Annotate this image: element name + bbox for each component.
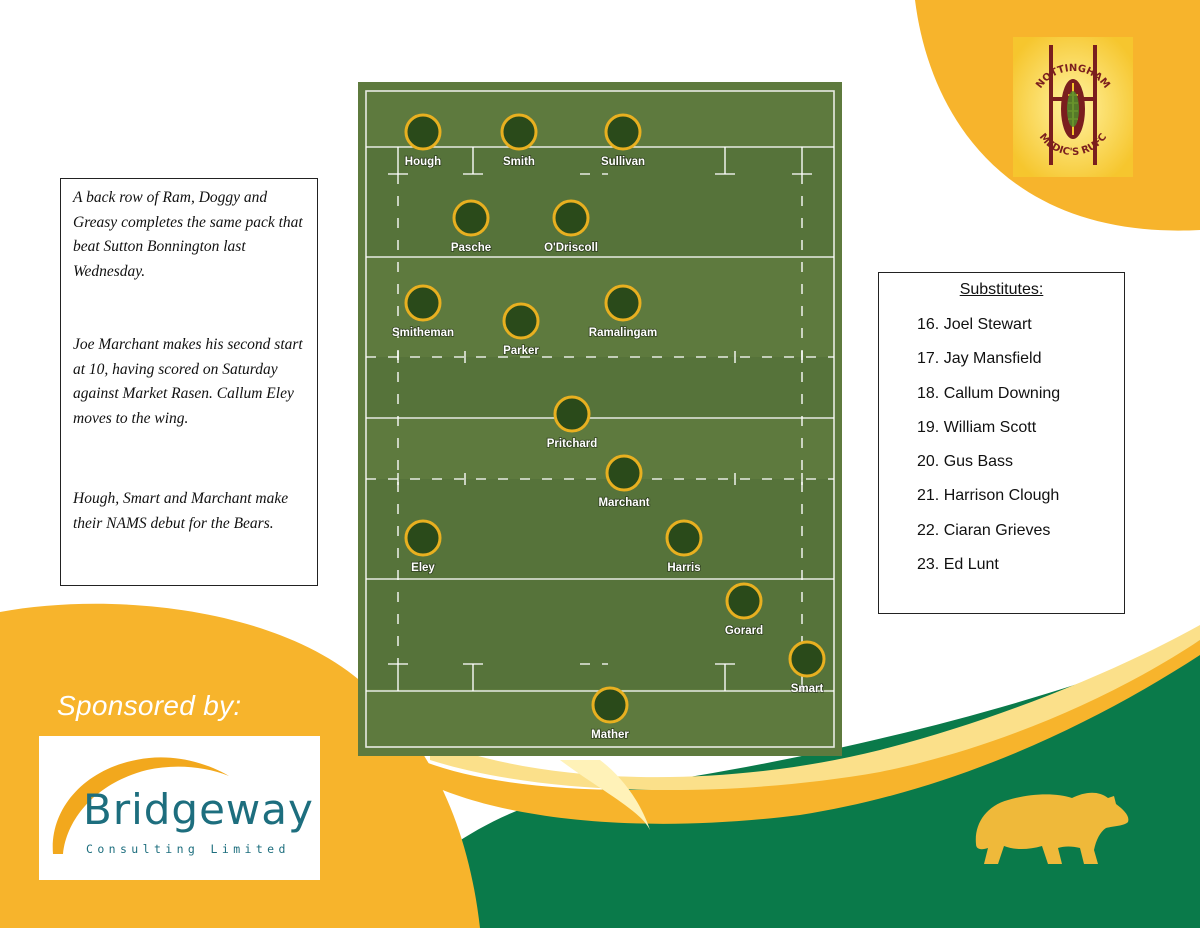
player-name-label: Eley (411, 562, 435, 574)
substitutes-box: Substitutes: 16. Joel Stewart 17. Jay Ma… (878, 272, 1125, 614)
player-marker (502, 302, 540, 340)
player-marker (788, 640, 826, 678)
club-badge-logo: NOTTINGHAM MEDIC'S RUFC (1013, 37, 1133, 177)
substitute-item: 20. Gus Bass (917, 453, 1014, 471)
substitute-item: 18. Callum Downing (917, 384, 1061, 402)
player-marker (404, 519, 442, 557)
player-name-label: Ramalingam (589, 327, 657, 339)
player-name-label: Harris (667, 562, 700, 574)
player-name-label: Pritchard (547, 438, 598, 450)
substitute-item: 22. Ciaran Grieves (917, 521, 1051, 539)
sponsor-swoosh-icon (52, 757, 229, 854)
substitutes-title: Substitutes: (959, 281, 1044, 298)
player-name-label: Pasche (451, 242, 491, 254)
sponsor-heading: Sponsored by: (57, 690, 242, 721)
player-name-label: Parker (503, 345, 539, 357)
player-name-label: Smith (503, 156, 535, 168)
player-marker (604, 113, 642, 151)
player-marker (500, 113, 538, 151)
sponsor-tagline: Consulting Limited (86, 842, 290, 856)
bear-icon (975, 792, 1129, 864)
sponsor-logo: Bridgeway Consulting Limited (39, 736, 320, 880)
substitute-item: 16. Joel Stewart (917, 316, 1032, 333)
note-paragraph-3: Hough, Smart and Marchant make their NAM… (73, 490, 289, 532)
player-name-label: Smart (791, 683, 824, 695)
player-name-label: O'Driscoll (544, 242, 598, 254)
sponsor-name: Bridgeway (83, 785, 314, 834)
substitute-item: 19. William Scott (917, 418, 1037, 436)
substitute-item: 23. Ed Lunt (917, 556, 999, 574)
substitute-item: 21. Harrison Clough (917, 487, 1060, 505)
player-marker (553, 395, 591, 433)
player-name-label: Smitheman (392, 327, 454, 339)
rugby-posts-ball-icon (1049, 45, 1097, 165)
player-marker (404, 113, 442, 151)
player-name-label: Gorard (725, 625, 763, 637)
substitutes-list: 16. Joel Stewart 17. Jay Mansfield 18. C… (917, 315, 1060, 589)
player-name-label: Marchant (598, 497, 649, 509)
note-paragraph-1: A back row of Ram, Doggy and Greasy comp… (73, 189, 303, 280)
player-marker (404, 284, 442, 322)
note-paragraph-2: Joe Marchant makes his second start at 1… (73, 336, 303, 427)
player-name-label: Sullivan (601, 156, 645, 168)
team-notes-box: A back row of Ram, Doggy and Greasy comp… (60, 178, 318, 586)
substitute-item: 17. Jay Mansfield (917, 350, 1042, 368)
player-marker (605, 454, 643, 492)
player-marker (591, 686, 629, 724)
player-marker (604, 284, 642, 322)
player-name-label: Mather (591, 729, 629, 741)
player-marker (725, 582, 763, 620)
player-marker (452, 199, 490, 237)
player-marker (665, 519, 703, 557)
player-name-label: Hough (405, 156, 441, 168)
player-marker (552, 199, 590, 237)
